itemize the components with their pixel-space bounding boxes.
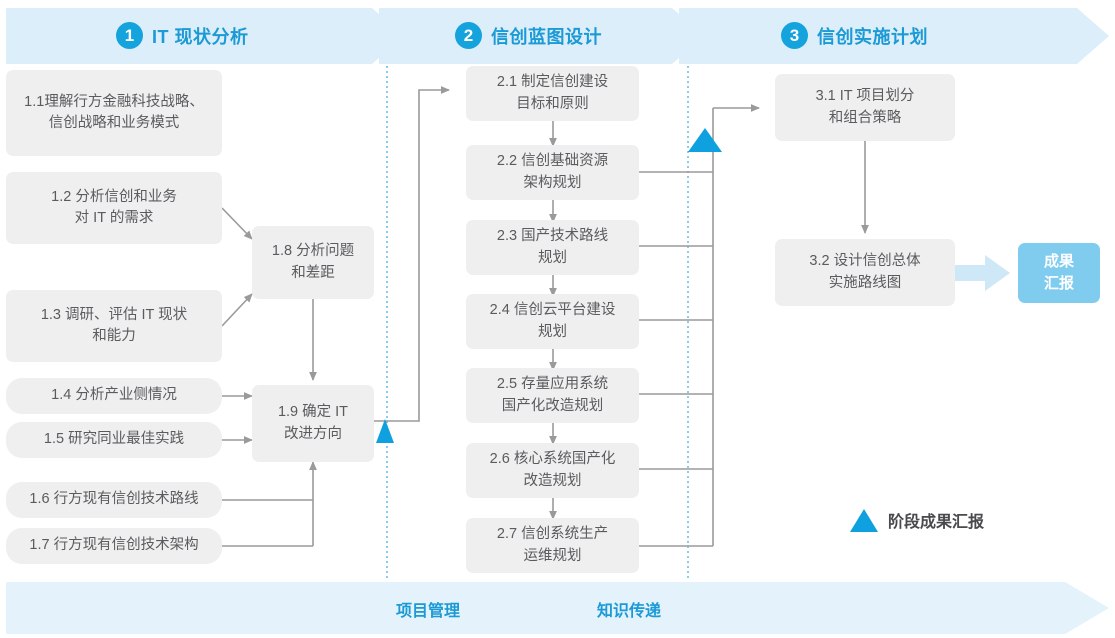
- footer-label-project-management: 项目管理: [396, 603, 461, 620]
- phase-number-3: 3: [781, 22, 808, 49]
- task-node-2-2[interactable]: 2.2 信创基础资源 架构规划: [466, 145, 639, 200]
- task-node-1-8[interactable]: 1.8 分析问题 和差距: [252, 226, 374, 299]
- task-node-2-3[interactable]: 2.3 国产技术路线 规划: [466, 220, 639, 275]
- task-node-1-1[interactable]: 1.1理解行方金融科技战略、 信创战略和业务模式: [6, 70, 222, 156]
- task-node-2-1[interactable]: 2.1 制定信创建设 目标和原则: [466, 66, 639, 121]
- task-node-1-9[interactable]: 1.9 确定 IT 改进方向: [252, 385, 374, 462]
- task-node-1-6[interactable]: 1.6 行方现有信创技术路线: [6, 482, 222, 518]
- task-node-2-5[interactable]: 2.5 存量应用系统 国产化改造规划: [466, 368, 639, 423]
- task-node-2-7[interactable]: 2.7 信创系统生产 运维规划: [466, 518, 639, 573]
- phase-title-2: 信创蓝图设计: [491, 26, 602, 47]
- milestone-triangle-icon: [850, 508, 878, 532]
- task-node-3-2[interactable]: 3.2 设计信创总体 实施路线图: [775, 239, 955, 306]
- footer-label-knowledge-transfer: 知识传递: [597, 603, 662, 620]
- phase-title-3: 信创实施计划: [817, 26, 928, 47]
- task-node-1-7[interactable]: 1.7 行方现有信创技术架构: [6, 528, 222, 564]
- task-node-1-5[interactable]: 1.5 研究同业最佳实践: [6, 422, 222, 458]
- task-node-1-4[interactable]: 1.4 分析产业侧情况: [6, 378, 222, 414]
- result-report-block[interactable]: 成果 汇报: [1018, 243, 1100, 303]
- phase-label-2: 2 信创蓝图设计: [455, 22, 602, 49]
- task-node-3-1[interactable]: 3.1 IT 项目划分 和组合策略: [775, 74, 955, 141]
- task-node-1-3[interactable]: 1.3 调研、评估 IT 现状 和能力: [6, 290, 222, 362]
- phase-title-1: IT 现状分析: [152, 26, 249, 47]
- phase-label-1: 1 IT 现状分析: [116, 22, 249, 49]
- task-node-2-4[interactable]: 2.4 信创云平台建设 规划: [466, 294, 639, 349]
- legend-milestone: 阶段成果汇报: [850, 508, 984, 532]
- task-node-2-6[interactable]: 2.6 核心系统国产化 改造规划: [466, 443, 639, 498]
- phase-number-2: 2: [455, 22, 482, 49]
- task-node-1-2[interactable]: 1.2 分析信创和业务 对 IT 的需求: [6, 172, 222, 244]
- phase-number-1: 1: [116, 22, 143, 49]
- legend-milestone-label: 阶段成果汇报: [888, 514, 985, 531]
- phase-label-3: 3 信创实施计划: [781, 22, 928, 49]
